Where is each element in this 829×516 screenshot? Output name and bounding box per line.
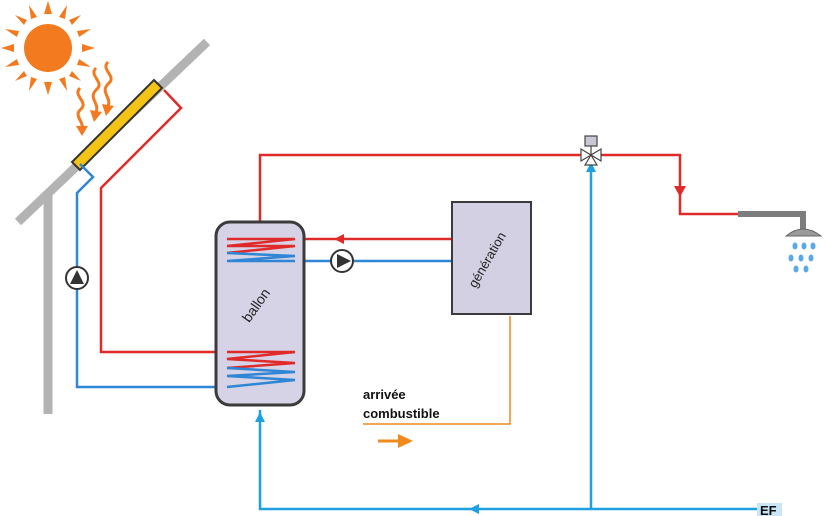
fuel-label-line1: arrivée: [363, 387, 406, 402]
pump-icon: [330, 249, 354, 273]
cold-water-label: EF: [760, 503, 777, 516]
fuel-line: [363, 316, 511, 425]
sun-icon: [1, 1, 95, 95]
generator-box: [451, 201, 532, 315]
roof-frame: [14, 38, 211, 414]
pump-icon: [65, 266, 89, 290]
flow-arrow-icon: [334, 234, 344, 244]
upper-heat-exchanger: [226, 237, 296, 263]
flow-arrow-icon: [674, 186, 686, 197]
solar-loop: [75, 89, 227, 389]
fuel-label-line2: combustible: [363, 406, 440, 421]
flow-arrow-icon: [469, 504, 479, 514]
arrow-icon: [378, 434, 413, 448]
hot-water-line: [258, 153, 738, 222]
solar-collector: [70, 78, 164, 172]
cold-water-line: [258, 160, 757, 511]
ray-arrowheads: [76, 104, 114, 136]
flow-arrow-icon: [255, 412, 265, 422]
three-way-valve-icon: [580, 135, 602, 166]
lower-heat-exchanger: [226, 350, 296, 389]
cold-water-label-bg: [757, 503, 782, 516]
flow-arrow-icon: [586, 162, 596, 172]
shower-head-icon: [738, 211, 823, 273]
sun-rays: [76, 60, 113, 129]
generator-loop: [295, 237, 452, 263]
